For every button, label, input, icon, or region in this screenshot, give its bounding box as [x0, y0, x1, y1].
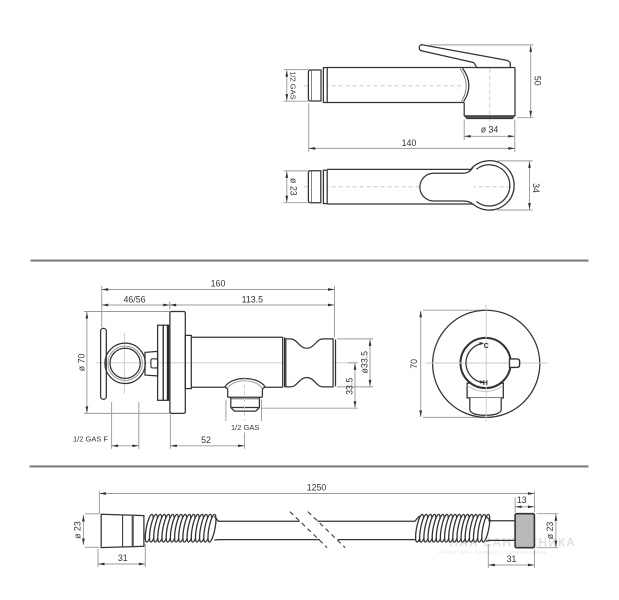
svg-text:160: 160: [211, 279, 226, 289]
svg-text:52: 52: [201, 435, 211, 445]
svg-text:1/2 GAS F: 1/2 GAS F: [73, 434, 108, 443]
svg-text:1250: 1250: [307, 482, 327, 492]
svg-text:140: 140: [402, 138, 417, 148]
svg-text:H: H: [483, 380, 488, 387]
svg-text:113.5: 113.5: [242, 294, 263, 304]
svg-text:ø 70: ø 70: [76, 353, 86, 371]
svg-text:ø33.5: ø33.5: [360, 351, 370, 374]
svg-text:ø 23: ø 23: [545, 522, 555, 540]
svg-text:46/56: 46/56: [123, 294, 145, 304]
svg-text:ø 23: ø 23: [289, 178, 299, 196]
svg-text:C: C: [484, 343, 489, 350]
svg-text:31: 31: [118, 553, 128, 563]
svg-text:13: 13: [517, 495, 527, 505]
svg-text:50: 50: [533, 76, 543, 86]
svg-text:1/2 GAS: 1/2 GAS: [231, 423, 259, 432]
svg-text:33.5: 33.5: [344, 378, 354, 395]
svg-text:КАЧЕСТВО • СЕРВИС • НИЗКИЕ ЦЕН: КАЧЕСТВО • СЕРВИС • НИЗКИЕ ЦЕНЫ: [439, 550, 547, 555]
svg-text:70: 70: [409, 359, 419, 369]
svg-text:ø 23: ø 23: [72, 521, 82, 539]
svg-text:1/2 GAS: 1/2 GAS: [289, 71, 298, 99]
svg-text:31: 31: [507, 554, 517, 564]
svg-text:34: 34: [531, 183, 541, 193]
svg-text:ø 34: ø 34: [481, 124, 499, 134]
